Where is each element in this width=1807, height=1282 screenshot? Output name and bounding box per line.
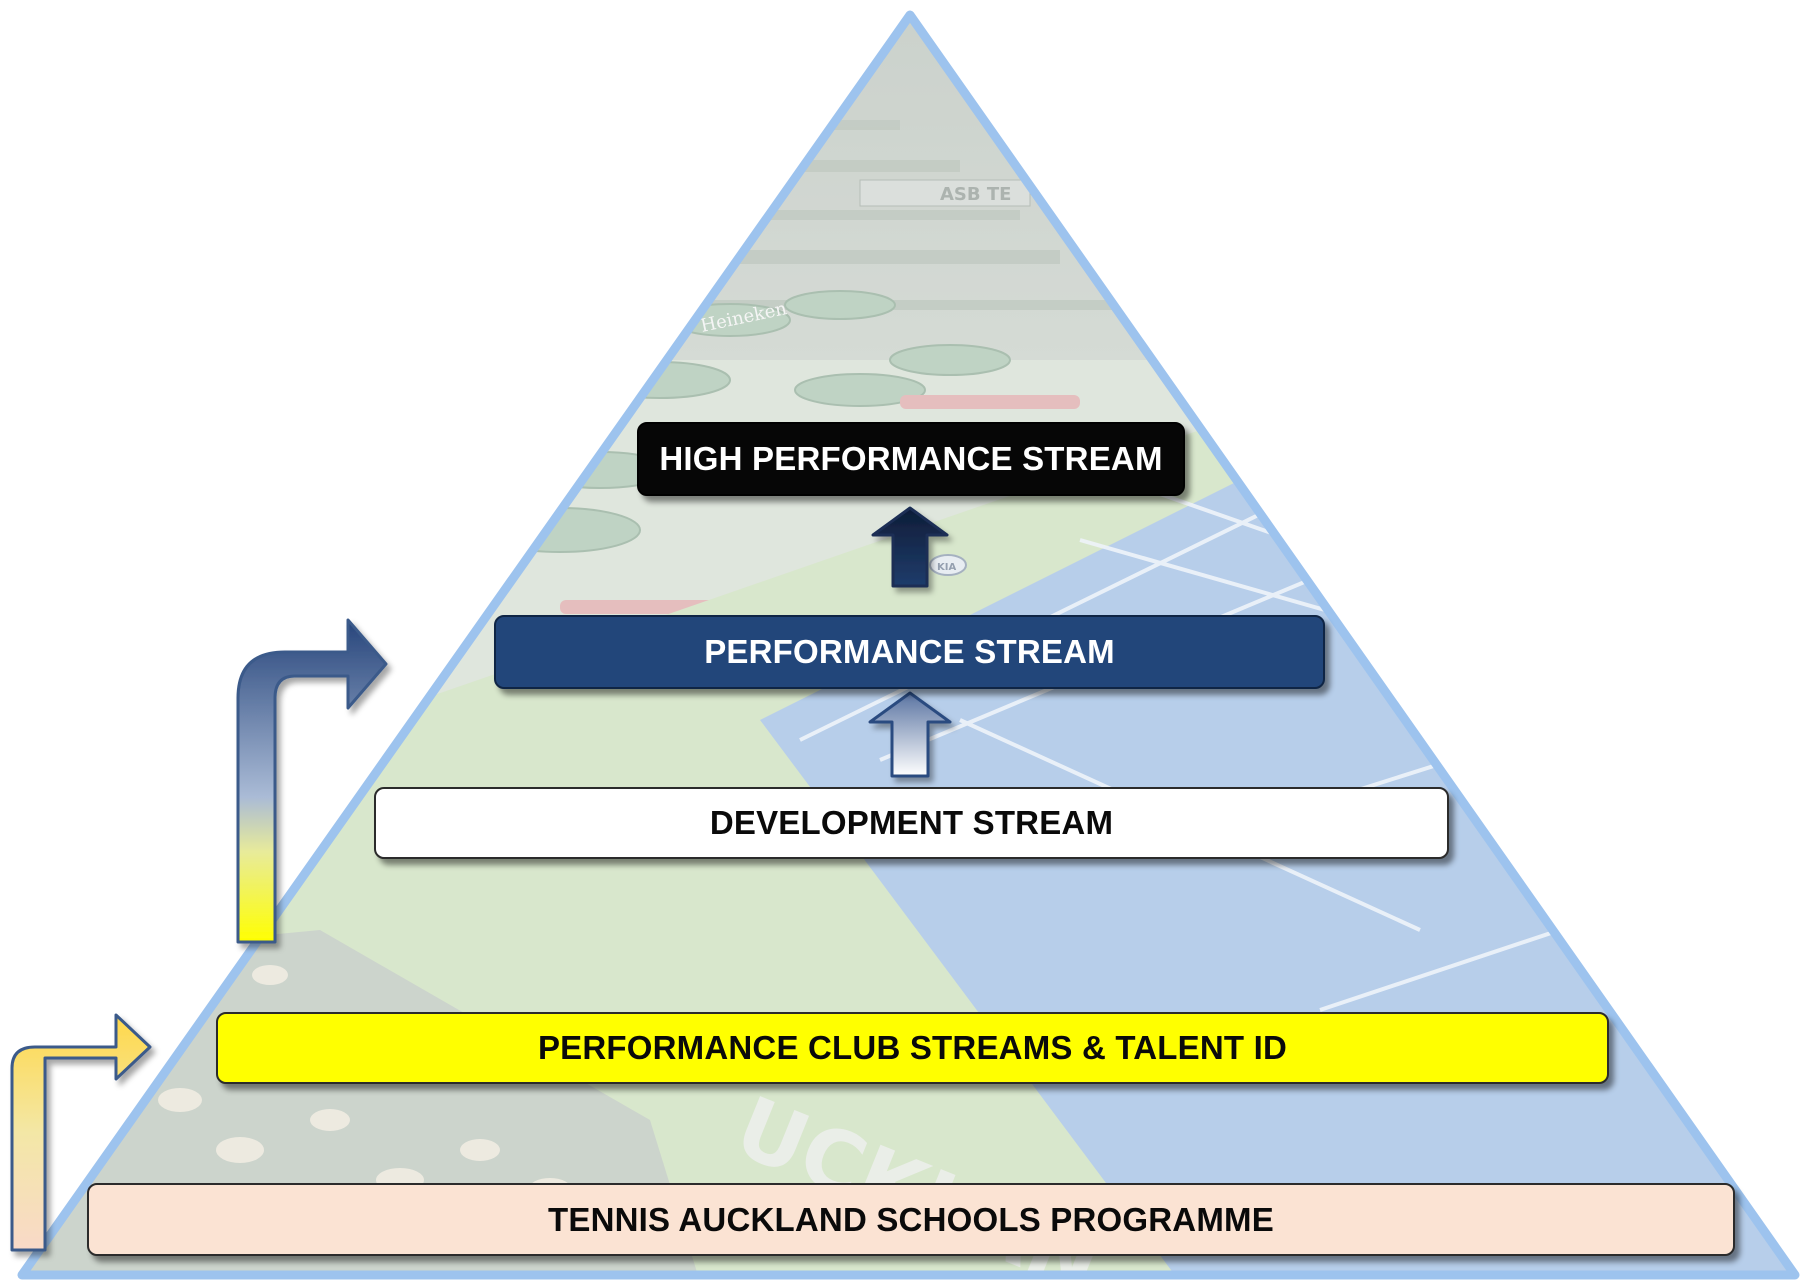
tier-development-stream: DEVELOPMENT STREAM <box>374 787 1449 859</box>
up-arrow-to-performance <box>868 691 952 778</box>
tier-schools-programme: TENNIS AUCKLAND SCHOOLS PROGRAMME <box>87 1183 1735 1256</box>
tier-label: PERFORMANCE STREAM <box>704 633 1115 670</box>
sponsor-badge-text: KIA <box>937 562 956 573</box>
bent-arrow-small <box>10 1013 152 1252</box>
up-arrow-to-high-performance <box>871 506 949 588</box>
tier-label: HIGH PERFORMANCE STREAM <box>659 440 1163 477</box>
banner-text: ASB TE <box>940 184 1011 205</box>
tier-label: TENNIS AUCKLAND SCHOOLS PROGRAMME <box>548 1200 1274 1238</box>
pyramid-outline <box>17 10 1800 1280</box>
tier-performance-club-streams: PERFORMANCE CLUB STREAMS & TALENT ID <box>216 1012 1609 1084</box>
tier-label: DEVELOPMENT STREAM <box>709 804 1114 841</box>
tier-high-performance-stream: HIGH PERFORMANCE STREAM <box>637 422 1185 496</box>
tier-performance-stream: PERFORMANCE STREAM <box>494 615 1325 689</box>
tier-label: PERFORMANCE CLUB STREAMS & TALENT ID <box>537 1029 1288 1066</box>
bent-arrow-large <box>236 618 388 944</box>
